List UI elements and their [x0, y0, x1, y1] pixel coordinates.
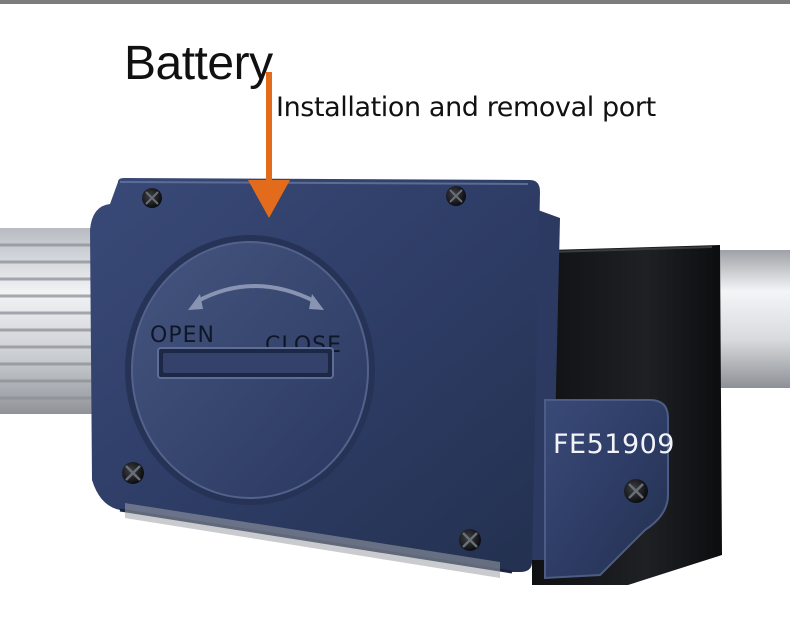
heading-battery: Battery — [124, 37, 273, 90]
housing-screw-icon — [122, 462, 144, 484]
rotate-arrow-icon — [188, 284, 324, 310]
model-code-text: FE51909 — [553, 429, 675, 460]
housing-screw-icon — [459, 529, 481, 551]
model-plate — [544, 399, 669, 580]
housing-screw-icon — [142, 188, 162, 208]
housing-screw-icon — [446, 186, 466, 206]
cap-open-label: OPEN — [150, 323, 215, 348]
subheading-port: Installation and removal port — [276, 92, 656, 123]
coin-slot — [157, 347, 334, 379]
orange-pointer-arrow-icon — [248, 72, 290, 218]
plate-screw-icon — [624, 479, 648, 503]
top-border-rule — [0, 0, 790, 4]
